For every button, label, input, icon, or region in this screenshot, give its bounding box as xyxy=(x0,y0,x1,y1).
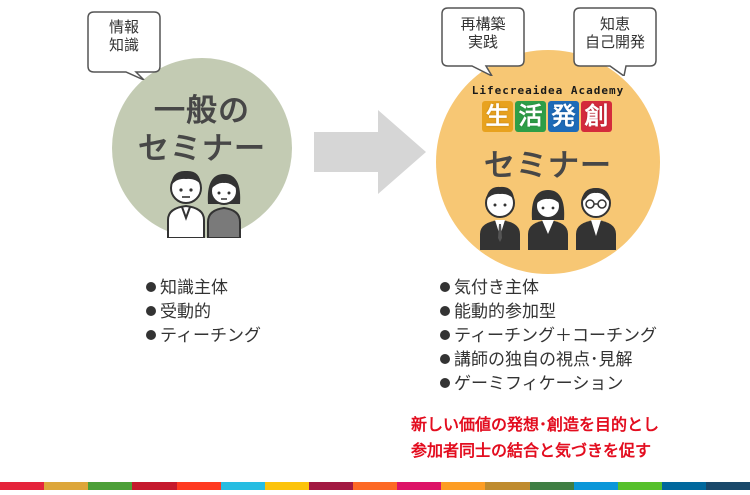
bubble-right-2-text: 知恵 自己開発 xyxy=(584,15,645,51)
left-title-line2: セミナー xyxy=(138,131,266,167)
right-feature-list: 気付き主体 能動的参加型 ティーチング＋コーチング 講師の独自の視点･見解 ゲー… xyxy=(440,276,657,396)
color-stripe-segment xyxy=(220,482,265,490)
color-stripe-segment xyxy=(176,482,221,490)
color-stripe-segment xyxy=(264,482,309,490)
color-stripe-segment xyxy=(353,482,398,490)
bubble-right-1-text: 再構築 実践 xyxy=(460,15,506,51)
kanji-tile-1: 生 xyxy=(482,101,513,132)
color-stripe-segment xyxy=(573,482,618,490)
left-title: 一般の セミナー xyxy=(112,92,292,168)
list-item: ゲーミフィケーション xyxy=(440,372,657,396)
bubble-left-text: 情報 知識 xyxy=(108,18,139,54)
list-item: ティーチング xyxy=(146,324,261,348)
color-stripe-segment xyxy=(441,482,486,490)
kanji-tile-3: 発 xyxy=(548,101,579,132)
three-people-icon xyxy=(480,186,616,250)
list-item: ティーチング＋コーチング xyxy=(440,324,657,348)
businesswoman-icon xyxy=(528,190,568,250)
color-stripe-segment xyxy=(397,482,442,490)
bullet-icon xyxy=(146,330,156,340)
tagline: 新しい価値の発想･創造を目的とし 参加者同士の結合と気づきを促す xyxy=(411,412,731,464)
academy-logo-text: Lifecreaidea Academy xyxy=(471,84,625,97)
bullet-icon xyxy=(146,282,156,292)
bullet-icon xyxy=(440,378,450,388)
right-title: セミナー xyxy=(484,148,612,184)
older-man-with-glasses-icon xyxy=(576,188,616,250)
bullet-icon xyxy=(440,306,450,316)
color-stripe-segment xyxy=(132,482,177,490)
speech-bubble-left xyxy=(87,11,161,80)
man-icon xyxy=(167,170,205,238)
color-stripe-segment xyxy=(88,482,133,490)
left-feature-list: 知識主体 受動的 ティーチング xyxy=(146,276,261,348)
kanji-tile-4: 創 xyxy=(581,101,612,132)
woman-icon xyxy=(207,174,241,238)
kanji-tile-2: 活 xyxy=(515,101,546,132)
bullet-icon xyxy=(440,282,450,292)
businessman-icon xyxy=(480,186,520,250)
color-stripe-segment xyxy=(44,482,89,490)
bullet-icon xyxy=(440,330,450,340)
color-stripe-segment xyxy=(706,482,750,490)
color-stripe-segment xyxy=(617,482,662,490)
color-stripe-segment xyxy=(308,482,353,490)
list-item: 講師の独自の視点･見解 xyxy=(440,348,657,372)
left-circle xyxy=(112,58,292,238)
bullet-icon xyxy=(146,306,156,316)
two-people-icon xyxy=(167,170,241,238)
list-item: 能動的参加型 xyxy=(440,300,657,324)
color-stripe-bar xyxy=(0,482,750,490)
color-stripe-segment xyxy=(0,482,45,490)
speech-bubble-right-1 xyxy=(441,7,525,76)
list-item: 知識主体 xyxy=(146,276,261,300)
right-arrow-icon xyxy=(314,110,426,194)
color-stripe-segment xyxy=(661,482,706,490)
left-title-line1: 一般の xyxy=(154,93,250,129)
color-stripe-segment xyxy=(485,482,530,490)
speech-bubble-right-2 xyxy=(573,7,657,76)
color-stripe-segment xyxy=(529,482,574,490)
bullet-icon xyxy=(440,354,450,364)
tagline-line1: 新しい価値の発想･創造を目的とし xyxy=(411,415,660,434)
tagline-line2: 参加者同士の結合と気づきを促す xyxy=(411,441,652,460)
list-item: 気付き主体 xyxy=(440,276,657,300)
list-item: 受動的 xyxy=(146,300,261,324)
